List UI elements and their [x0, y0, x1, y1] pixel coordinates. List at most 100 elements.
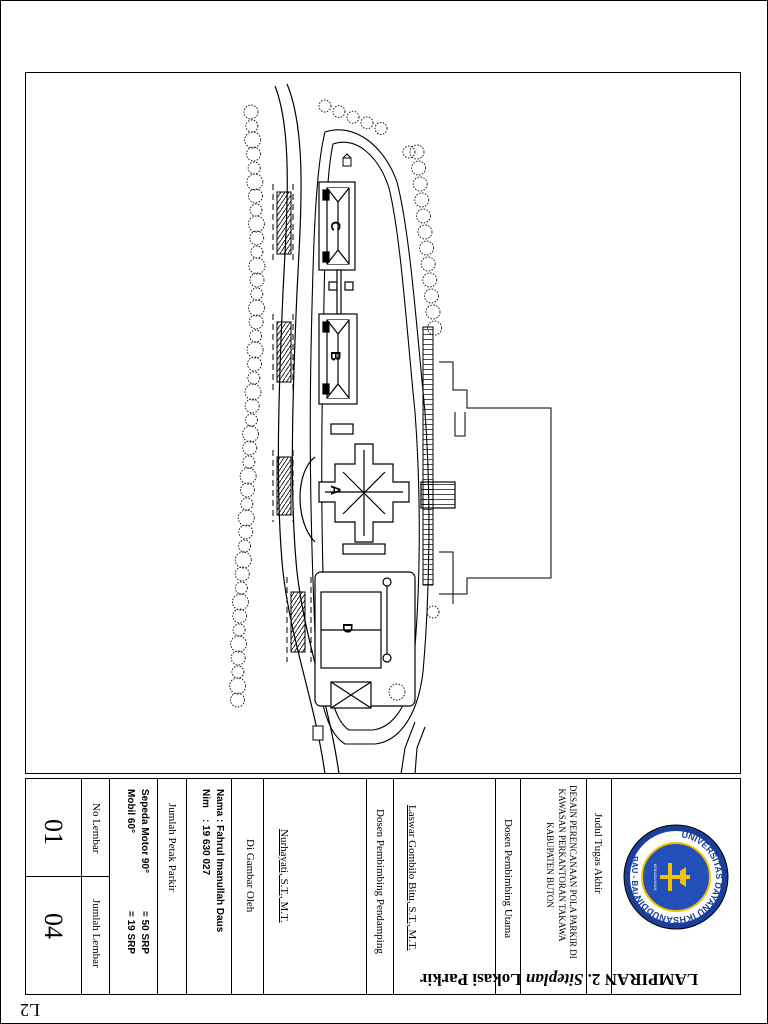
sheet-code: L2: [20, 1000, 40, 1020]
university-logo: UNIVERSITAS DAYANU IKHSANUDDIN BAU - BAU…: [623, 824, 729, 930]
tree: [234, 566, 250, 582]
dosen-pendamping-label: Dosen Pembimbing Pendamping: [374, 809, 386, 954]
tree: [247, 356, 262, 372]
tree: [247, 215, 265, 233]
mobil-value: = 19 SRP: [125, 911, 136, 955]
motor-value: = 50 SRP: [139, 911, 150, 955]
tree: [415, 208, 431, 224]
parking-stalls: [276, 191, 434, 653]
tree: [417, 224, 433, 240]
tree: [423, 288, 439, 304]
no-lembar-label: No Lembar: [90, 803, 102, 854]
tree: [374, 121, 388, 135]
tree: [249, 272, 265, 288]
tree: [244, 413, 258, 427]
judul-label: Judul Tugas Akhir: [592, 813, 604, 894]
building-d: [314, 571, 416, 709]
trees: [229, 99, 443, 708]
dashed-boundaries: [272, 184, 312, 662]
tree: [245, 146, 261, 162]
tree: [244, 398, 260, 414]
tree: [234, 581, 248, 595]
tree: [230, 635, 248, 653]
tree: [229, 677, 247, 695]
tree: [245, 119, 259, 133]
tree: [238, 539, 251, 553]
svg-text:KEBUDAYAAN: KEBUDAYAAN: [653, 864, 658, 891]
tree: [243, 104, 259, 120]
field-outline: [439, 361, 552, 604]
tree: [346, 110, 360, 124]
tree: [249, 230, 265, 246]
tree: [239, 467, 257, 485]
tree: [230, 650, 246, 666]
mobil-label: Mobil 60°: [125, 789, 136, 834]
tree: [231, 665, 245, 679]
nama-label: Nama: [214, 789, 225, 817]
tree: [242, 440, 258, 456]
tree: [248, 188, 263, 204]
tree: [231, 593, 249, 611]
tree: [246, 173, 264, 191]
tree: [411, 160, 427, 176]
tree: [242, 425, 259, 443]
tree: [388, 683, 406, 701]
tree: [360, 116, 374, 130]
nim-label: Nim: [200, 789, 211, 808]
tree: [248, 299, 266, 317]
tree: [244, 383, 262, 401]
tree: [332, 105, 346, 119]
tree: [422, 272, 438, 288]
tree: [248, 314, 264, 330]
tree: [240, 497, 254, 511]
tree: [244, 131, 262, 149]
no-lembar-value: 01: [39, 819, 68, 845]
tree: [419, 240, 435, 256]
building-b: [318, 313, 358, 435]
tree: [232, 623, 246, 637]
building-label-c: C: [328, 221, 344, 231]
building-c: [318, 181, 356, 315]
tree: [239, 482, 255, 498]
building-label-d: D: [340, 623, 356, 633]
tree: [318, 99, 332, 113]
tree: [246, 341, 264, 359]
jumlah-petak-label: Jumlah Petak Parkir: [166, 803, 178, 892]
drawing-frame: [25, 72, 741, 774]
nama-value: : Fahrul Imanullah Daus: [214, 819, 225, 933]
building-label-a: A: [328, 485, 344, 495]
tree: [242, 455, 256, 469]
tree: [248, 257, 266, 275]
tree: [250, 287, 264, 301]
tree: [238, 524, 254, 540]
tree: [409, 144, 425, 160]
dosen-utama-name: Laswar Gombilo Bitu, S.T., M.T.: [406, 805, 418, 951]
tree: [425, 304, 441, 320]
tree: [229, 692, 245, 708]
nim-value: : 19 630 027: [200, 819, 211, 876]
appendix-title: LAMPIRAN 2. Siteplan Lokasi Parkir: [420, 970, 699, 989]
dosen-utama-label: Dosen Pembimbing Utama: [502, 819, 514, 939]
building-label-b: B: [328, 351, 344, 361]
tree: [412, 176, 428, 192]
jumlah-lembar-value: 04: [39, 913, 68, 939]
tree: [402, 145, 416, 159]
dosen-pendamping-name: Nurhayati, S.T., M.T.: [278, 829, 290, 923]
motor-label: Sepeda Motor 90°: [139, 789, 150, 874]
tree: [249, 329, 263, 343]
tree: [427, 320, 443, 336]
digambar-label: Di Gambar Oleh: [244, 839, 256, 913]
tree: [250, 245, 264, 259]
tree: [420, 256, 436, 272]
site-plan: C B A D: [229, 83, 552, 774]
judul-text: DESAIN PERENCANAAN POLA PARKIR DI KAWASA…: [545, 785, 579, 959]
tree: [247, 371, 261, 385]
tree: [249, 203, 263, 217]
tree: [414, 192, 430, 208]
tree: [237, 509, 255, 527]
jumlah-lembar-label: Jumlah Lembar: [90, 899, 102, 968]
tree: [426, 605, 440, 619]
building-a: [299, 443, 456, 555]
tree: [247, 161, 261, 175]
tree: [232, 608, 248, 624]
